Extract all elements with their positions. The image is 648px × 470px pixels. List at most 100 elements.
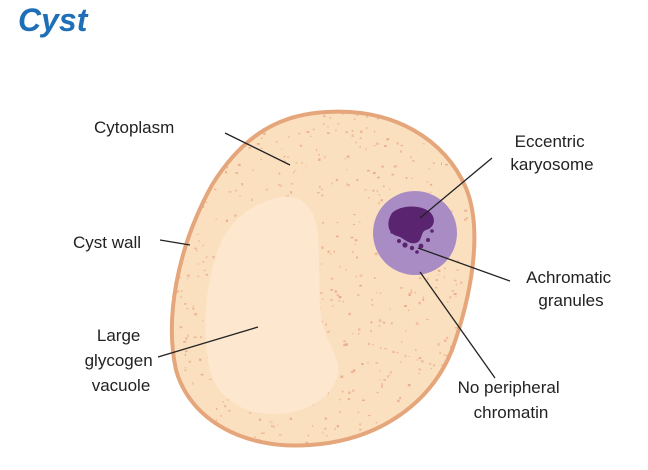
- cytoplasm-speckle: [187, 193, 190, 196]
- cytoplasm-speckle: [449, 210, 453, 212]
- cytoplasm-speckle: [215, 419, 218, 422]
- cytoplasm-speckle: [321, 194, 324, 197]
- cytoplasm-speckle: [341, 113, 344, 115]
- cytoplasm-speckle: [405, 330, 407, 332]
- cytoplasm-speckle: [275, 141, 278, 143]
- cytoplasm-speckle: [290, 183, 293, 185]
- cytoplasm-speckle: [437, 269, 441, 272]
- cytoplasm-speckle: [324, 427, 327, 430]
- cytoplasm-speckle: [400, 286, 403, 289]
- cytoplasm-speckle: [316, 148, 318, 152]
- cytoplasm-speckle: [348, 184, 350, 187]
- cytoplasm-speckle: [254, 436, 257, 438]
- label-cyst-wall: Cyst wall: [73, 233, 141, 252]
- cytoplasm-speckle: [212, 255, 215, 259]
- cytoplasm-speckle: [180, 296, 182, 299]
- cytoplasm-speckle: [388, 188, 391, 190]
- cytoplasm-speckle: [322, 298, 324, 300]
- cytoplasm-speckle: [329, 117, 332, 119]
- cytoplasm-speckle: [451, 381, 453, 383]
- cytoplasm-speckle: [352, 389, 355, 392]
- cytoplasm-speckle: [462, 135, 465, 137]
- cytoplasm-speckle: [359, 449, 361, 450]
- cytoplasm-speckle: [321, 188, 323, 190]
- cytoplasm-speckle: [319, 185, 321, 188]
- cytoplasm-speckle: [380, 346, 382, 349]
- cytoplasm-speckle: [445, 164, 448, 166]
- cytoplasm-speckle: [414, 447, 415, 449]
- cytoplasm-speckle: [389, 436, 392, 439]
- cytoplasm-speckle: [376, 190, 378, 193]
- cytoplasm-speckle: [476, 109, 477, 112]
- cytoplasm-speckle: [470, 424, 473, 427]
- cytoplasm-speckle: [353, 224, 356, 226]
- cytoplasm-speckle: [269, 421, 271, 423]
- cytoplasm-speckle: [405, 177, 408, 180]
- cytoplasm-speckle: [418, 301, 421, 305]
- cytoplasm-speckle: [305, 441, 309, 443]
- cytoplasm-speckle: [206, 165, 210, 167]
- cytoplasm-speckle: [196, 249, 198, 252]
- cytoplasm-speckle: [334, 427, 336, 431]
- cytoplasm-speckle: [362, 399, 365, 401]
- cytoplasm-speckle: [176, 448, 177, 450]
- cytoplasm-speckle: [260, 432, 263, 434]
- cytoplasm-speckle: [444, 267, 446, 270]
- cytoplasm-speckle: [399, 397, 402, 400]
- cytoplasm-speckle: [419, 277, 422, 280]
- cytoplasm-speckle: [186, 165, 190, 167]
- cytoplasm-speckle: [356, 178, 359, 181]
- cytoplasm-speckle: [192, 382, 194, 385]
- cytoplasm-speckle: [366, 126, 368, 130]
- cytoplasm-speckle: [445, 354, 449, 357]
- cytoplasm-speckle: [479, 216, 481, 218]
- cytoplasm-speckle: [220, 415, 222, 417]
- cytoplasm-speckle: [225, 166, 229, 169]
- cytoplasm-speckle: [412, 160, 415, 162]
- cytoplasm-speckle: [221, 156, 223, 158]
- cytoplasm-speckle: [216, 408, 218, 410]
- cytoplasm-speckle: [278, 112, 282, 115]
- cytoplasm-speckle: [278, 172, 281, 175]
- cytoplasm-speckle: [446, 336, 448, 339]
- cytoplasm-speckle: [203, 150, 206, 153]
- cytoplasm-speckle: [455, 162, 457, 165]
- cytoplasm-speckle: [374, 130, 376, 133]
- cytoplasm-speckle: [343, 340, 346, 343]
- cytoplasm-speckle: [220, 137, 223, 140]
- cytoplasm-speckle: [202, 111, 204, 113]
- cytoplasm-speckle: [184, 303, 187, 305]
- cytoplasm-speckle: [221, 105, 223, 106]
- cytoplasm-speckle: [271, 425, 273, 428]
- cytoplasm-speckle: [209, 154, 212, 157]
- cytoplasm-speckle: [199, 336, 202, 339]
- cytoplasm-speckle: [382, 321, 386, 324]
- cytoplasm-speckle: [378, 324, 381, 327]
- cytoplasm-speckle: [190, 446, 191, 447]
- cytoplasm-speckle: [305, 165, 307, 167]
- cytoplasm-speckle: [184, 353, 186, 356]
- cytoplasm-speckle: [361, 363, 364, 365]
- cytoplasm-speckle: [476, 430, 479, 432]
- label-karyosome: Eccentric karyosome: [510, 132, 593, 174]
- cytoplasm-speckle: [196, 233, 199, 235]
- cytoplasm-speckle: [359, 130, 363, 133]
- cytoplasm-speckle: [359, 274, 363, 277]
- cytoplasm-speckle: [441, 364, 443, 366]
- cytoplasm-speckle: [468, 141, 471, 144]
- cytoplasm-speckle: [183, 341, 187, 343]
- cytoplasm-speckle: [176, 162, 178, 166]
- cytoplasm-speckle: [331, 182, 333, 185]
- cytoplasm-speckle: [400, 150, 402, 153]
- cytoplasm-speckle: [390, 424, 393, 426]
- cytoplasm-speckle: [347, 398, 350, 400]
- cytoplasm-speckle: [223, 154, 227, 156]
- cytoplasm-speckle: [412, 439, 415, 442]
- cytoplasm-speckle: [396, 142, 399, 145]
- cytoplasm-speckle: [384, 145, 387, 147]
- cytoplasm-speckle: [418, 372, 420, 374]
- cytoplasm-speckle: [208, 378, 212, 381]
- cytoplasm-speckle: [225, 171, 227, 174]
- cytoplasm-speckle: [477, 262, 480, 264]
- cytoplasm-speckle: [444, 339, 447, 342]
